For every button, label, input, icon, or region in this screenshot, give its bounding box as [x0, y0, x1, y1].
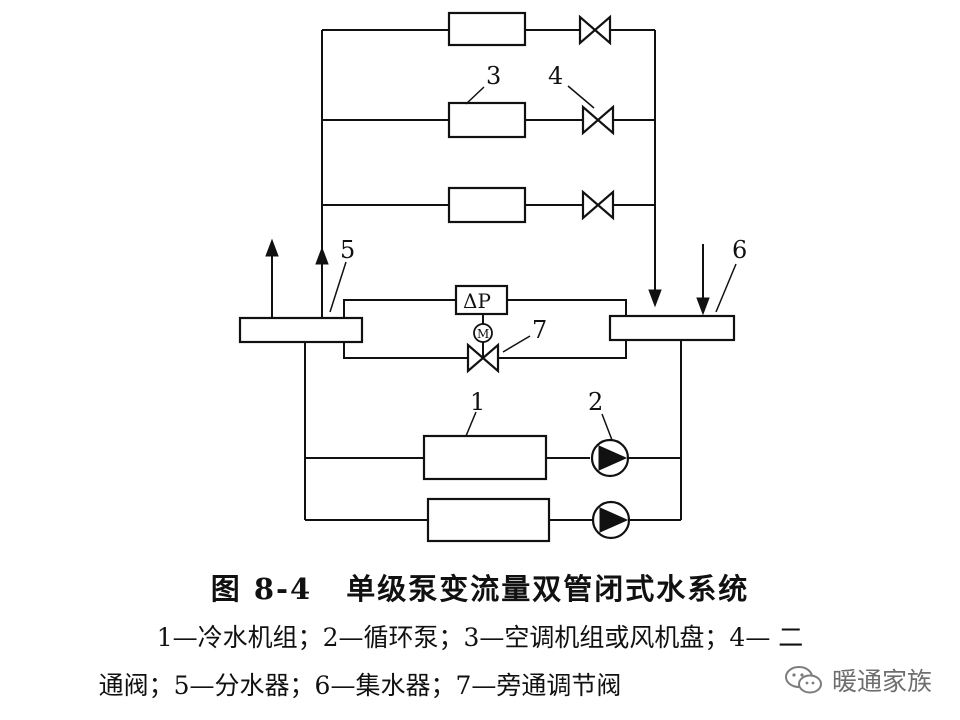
supply-riser-arrow	[315, 246, 329, 265]
terminal-unit-top	[447, 11, 527, 47]
motor-label: M	[477, 327, 489, 341]
wechat-icon	[784, 666, 822, 694]
distributor-outlet-arrow	[265, 238, 279, 257]
water-distributor	[238, 316, 364, 344]
chiller-unit-upper	[422, 434, 548, 481]
label-chiller: 1	[470, 388, 485, 416]
terminal-branch-top	[322, 11, 655, 47]
water-collector	[608, 314, 736, 342]
terminal-unit-lower	[447, 186, 527, 224]
dp-sensor-box	[454, 284, 509, 316]
figure-title: 图 8-4 单级泵变流量双管闭式水系统	[0, 566, 960, 608]
label-water-collector: 6	[732, 236, 747, 264]
dp-sensor-label: ΔP	[463, 289, 491, 313]
two-way-valve-middle	[581, 104, 615, 136]
legend-line-2: 通阀；5—分水器；6—集水器；7—旁通调节阀	[98, 671, 622, 700]
label-terminal-unit: 3	[486, 62, 501, 90]
terminal-branch-middle	[322, 101, 655, 139]
leader-line-bypass-valve	[502, 335, 531, 353]
leader-line-pump	[601, 413, 613, 441]
label-water-distributor: 5	[340, 236, 355, 264]
hvac-water-system-diagram: 3 4 5 6 ΔP M 7	[238, 11, 747, 543]
two-way-valve-top	[578, 14, 612, 46]
figure-number: 图 8-4	[210, 572, 313, 606]
chiller-unit-lower	[426, 497, 551, 543]
chiller-branch-lower	[305, 497, 681, 543]
bypass-control-valve	[466, 342, 500, 374]
leader-line-collector	[715, 263, 737, 313]
two-way-valve-lower	[581, 189, 615, 221]
figure-title-text: 单级泵变流量双管闭式水系统	[346, 572, 750, 606]
collector-inlet-arrow	[696, 297, 710, 316]
chiller-branch-upper	[305, 434, 681, 481]
leader-line-terminal-unit	[465, 86, 485, 105]
bypass-loop: ΔP M	[343, 284, 627, 374]
label-bypass-valve: 7	[532, 316, 547, 344]
return-flow-arrow	[648, 289, 662, 308]
label-pump: 2	[588, 388, 603, 416]
label-two-way-valve: 4	[548, 62, 563, 90]
legend-line-1: 1—冷水机组；2—循环泵；3—空调机组或风机盘；4— 二	[156, 623, 804, 652]
terminal-unit-middle	[447, 101, 527, 139]
leader-line-chiller	[465, 411, 477, 437]
leader-line-two-way-valve	[567, 85, 595, 109]
watermark: 暖通家族	[784, 662, 932, 698]
terminal-branch-lower	[322, 186, 655, 224]
leader-line-distributor	[329, 261, 347, 313]
watermark-text: 暖通家族	[831, 667, 932, 696]
